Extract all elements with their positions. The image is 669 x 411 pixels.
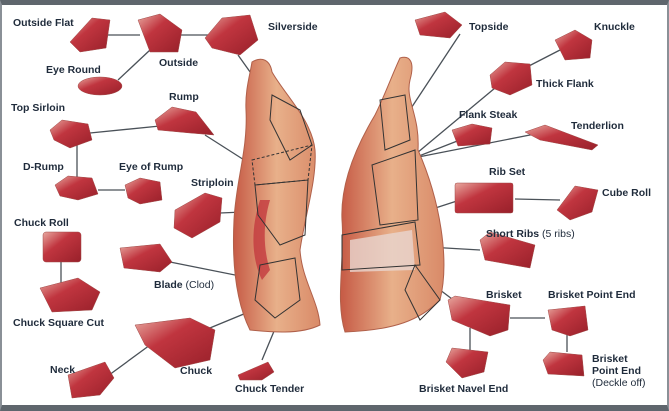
chuck-roll-piece — [42, 231, 82, 263]
deckle-note: (Deckle off) — [592, 377, 646, 389]
silverside-piece — [204, 14, 259, 56]
label-top-sirloin: Top Sirloin — [11, 102, 66, 114]
label-outside-flat: Outside Flat — [13, 17, 74, 29]
label-rib-set: Rib Set — [489, 166, 526, 178]
flank-steak-piece — [451, 123, 493, 147]
left-carcass — [232, 58, 321, 333]
blade-note: (Clod) — [185, 279, 215, 291]
right-carcass — [339, 56, 445, 333]
neck-piece — [67, 361, 115, 399]
label-knuckle: Knuckle — [594, 21, 635, 33]
label-d-rump: D-Rump — [23, 161, 64, 173]
label-flank-steak: Flank Steak — [459, 109, 518, 121]
top-sirloin-piece — [49, 119, 93, 149]
deckle-line-1: Brisket — [592, 353, 628, 365]
label-chuck-roll: Chuck Roll — [14, 217, 69, 229]
striploin-piece — [173, 192, 223, 239]
label-neck: Neck — [50, 364, 76, 376]
thick-flank-piece — [489, 61, 533, 96]
label-brisket: Brisket — [486, 289, 522, 301]
eye-round-piece — [77, 76, 123, 96]
label-topside: Topside — [469, 21, 509, 33]
outside-flat-piece — [69, 17, 111, 53]
label-outside: Outside — [159, 57, 199, 69]
label-chuck: Chuck — [180, 365, 213, 377]
rib-set-piece — [454, 182, 514, 214]
label-chuck-tender: Chuck Tender — [235, 383, 305, 395]
label-silverside: Silverside — [268, 21, 318, 33]
outside-piece — [137, 13, 183, 53]
eye-of-rump-piece — [124, 177, 163, 205]
topside-piece — [414, 11, 463, 39]
short-ribs-note: (5 ribs) — [542, 228, 575, 240]
label-blade: Blade (Clod) — [154, 279, 214, 291]
cube-roll-piece — [556, 185, 599, 221]
meat-pieces — [39, 11, 599, 399]
deckle-line-2: Point End — [592, 365, 641, 377]
label-chuck-square-cut: Chuck Square Cut — [13, 317, 105, 329]
short-ribs-piece — [479, 231, 536, 269]
blade-text: Blade — [154, 279, 183, 291]
label-tenderlion: Tenderlion — [571, 120, 624, 132]
label-brisket-point-end: Brisket Point End — [548, 289, 636, 301]
brisket-deckle-off-piece — [542, 351, 585, 377]
chuck-piece — [134, 317, 216, 369]
brisket-point-end-piece — [547, 305, 589, 337]
blade-piece — [119, 243, 173, 273]
chuck-tender-piece — [237, 361, 275, 381]
d-rump-piece — [54, 175, 99, 201]
brisket-navel-end-piece — [445, 347, 489, 379]
knuckle-piece — [554, 29, 593, 61]
label-thick-flank: Thick Flank — [536, 78, 594, 90]
label-eye-round: Eye Round — [46, 64, 101, 76]
label-short-ribs: Short Ribs (5 ribs) — [486, 228, 575, 240]
tenderlion-piece — [524, 124, 599, 151]
label-eye-of-rump: Eye of Rump — [119, 161, 184, 173]
rump-piece — [154, 106, 215, 136]
chuck-square-cut-piece — [39, 277, 101, 313]
label-striploin: Striploin — [191, 177, 234, 189]
short-ribs-text: Short Ribs — [486, 228, 540, 240]
label-brisket-navel-end: Brisket Navel End — [419, 383, 509, 395]
label-rump: Rump — [169, 91, 199, 103]
label-cube-roll: Cube Roll — [602, 187, 651, 199]
brisket-piece — [447, 295, 511, 337]
